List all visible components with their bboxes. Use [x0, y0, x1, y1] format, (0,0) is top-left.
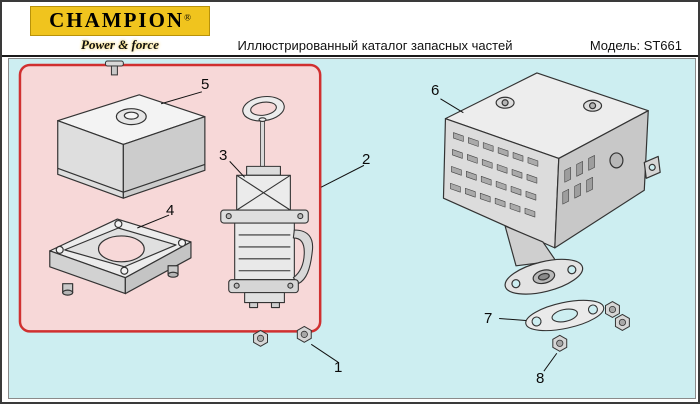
muffler-drawing: [442, 72, 661, 295]
part-number-6-label: 6: [431, 82, 440, 99]
nut-drawing: [605, 301, 620, 318]
exhaust-flange-drawing: [504, 258, 584, 295]
air-filter-cover-drawing: [57, 94, 206, 199]
filter-housing-drawing: [220, 95, 314, 309]
model-label: Модель: ST661: [589, 38, 682, 53]
catalog-title: Иллюстрированный каталог запасных частей: [237, 38, 513, 53]
part-number-8-label: 8: [536, 370, 545, 387]
part-number-5-label: 5: [201, 76, 210, 93]
air-filter-base-drawing: [49, 218, 192, 296]
nut-drawing: [296, 325, 312, 343]
wing-bolt-drawing: [104, 60, 124, 76]
part-number-7-label: 7: [484, 310, 493, 327]
nut-drawing: [552, 334, 568, 352]
page-header: CHAMPION® Power & force Иллюстрированный…: [2, 2, 698, 57]
part-number-1-label: 1: [334, 359, 343, 376]
logo-band: CHAMPION®: [30, 6, 210, 36]
header-divider: [2, 55, 698, 57]
leader-lines: [137, 91, 558, 372]
parts-diagram-area: 1 2 3 4 5 6 7 8: [8, 58, 696, 399]
part-number-3-label: 3: [219, 147, 228, 164]
brand-tagline: Power & force: [81, 37, 159, 52]
nut-drawing: [614, 313, 630, 331]
part-number-2-label: 2: [362, 151, 371, 168]
part-number-4-label: 4: [166, 202, 175, 219]
brand-name: CHAMPION: [49, 8, 185, 32]
seal-ring-drawing: [242, 95, 285, 122]
nut-drawing: [253, 329, 268, 347]
registered-trademark: ®: [184, 12, 191, 23]
champion-logo: CHAMPION® Power & force: [30, 6, 210, 53]
exhaust-gasket-drawing: [525, 299, 605, 332]
parts-diagram: [18, 60, 661, 372]
